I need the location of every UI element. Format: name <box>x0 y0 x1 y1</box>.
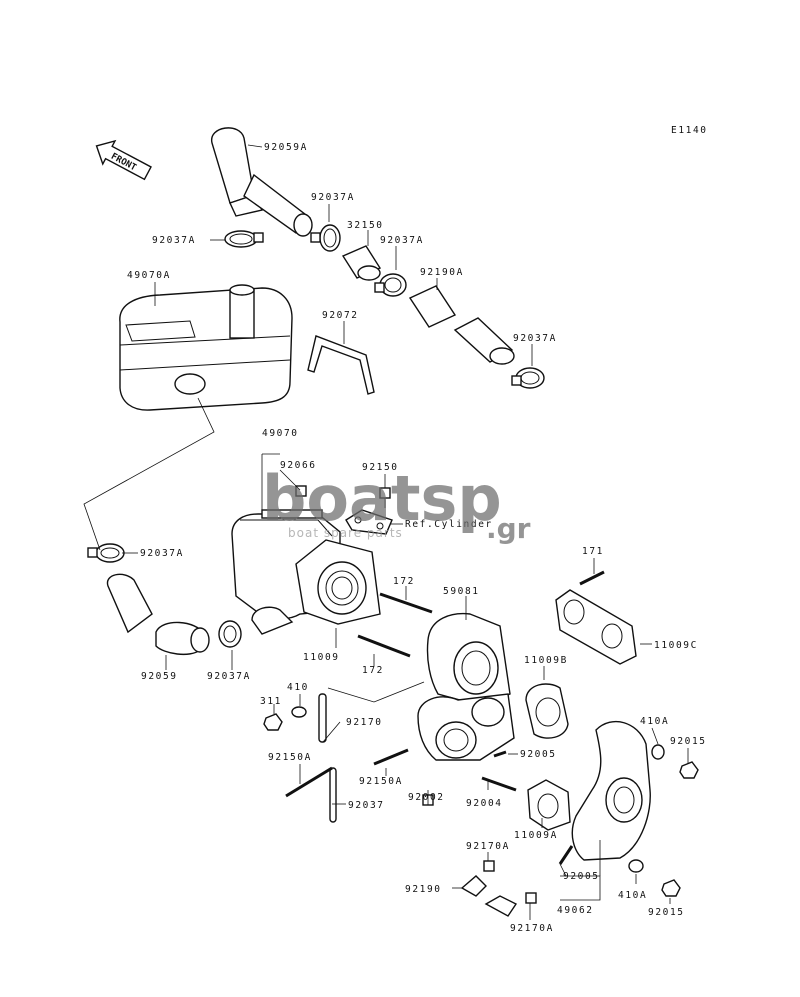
label-92005-a: 92005 <box>520 749 557 760</box>
label-92037A-lower: 92037A <box>140 548 184 559</box>
gasket-11009B <box>525 683 569 739</box>
clamp-92037A-right <box>511 367 545 389</box>
label-92059A: 92059A <box>264 142 308 153</box>
label-92037: 92037 <box>348 800 385 811</box>
label-410A-bottom: 410A <box>618 890 647 901</box>
nut-311 <box>263 713 283 731</box>
hose-92190 <box>460 875 518 917</box>
label-92150A-left: 92150A <box>268 752 312 763</box>
label-92150A-mid: 92150A <box>359 776 403 787</box>
label-11009C: 11009C <box>654 640 698 651</box>
gasket-11009C <box>555 589 637 665</box>
label-92037A-right: 92037A <box>513 333 557 344</box>
label-92190A: 92190A <box>420 267 464 278</box>
hose-92059A <box>211 127 313 237</box>
washer-410 <box>291 706 307 718</box>
label-92059: 92059 <box>141 671 178 682</box>
washer-410A-top <box>651 744 665 760</box>
label-92190: 92190 <box>405 884 442 895</box>
bracket-ref-cylinder <box>345 509 393 535</box>
label-92170: 92170 <box>346 717 383 728</box>
label-92170A-bottom: 92170A <box>510 923 554 934</box>
water-box-49070A <box>119 284 293 411</box>
hose-92059 <box>106 573 210 656</box>
hose-32150 <box>341 245 382 281</box>
leader-lines <box>83 144 689 920</box>
clamp-92170A-top <box>483 860 495 872</box>
label-410A-top: 410A <box>640 716 669 727</box>
label-92037A-mid: 92037A <box>380 235 424 246</box>
label-311: 311 <box>260 696 282 707</box>
gasket-11009A <box>527 779 571 831</box>
label-59081: 59081 <box>443 586 480 597</box>
label-171: 171 <box>582 546 604 557</box>
label-11009: 11009 <box>303 652 340 663</box>
label-92005-b: 92005 <box>563 871 600 882</box>
clamp-92037A-bottom <box>218 620 242 648</box>
stud-171 <box>579 570 605 586</box>
label-172-upper: 172 <box>393 576 415 587</box>
nut-92015-bottom <box>661 879 681 897</box>
strap-92072 <box>307 335 375 395</box>
part-labels: 92059A 92037A 92037A 32150 92037A 92190A… <box>127 142 707 934</box>
label-92037A-left: 92037A <box>152 235 196 246</box>
label-49070: 49070 <box>262 428 299 439</box>
label-92150: 92150 <box>362 462 399 473</box>
label-49070A: 49070A <box>127 270 171 281</box>
elbow-49062 <box>571 720 651 861</box>
label-11009B: 11009B <box>524 655 568 666</box>
label-410: 410 <box>287 682 309 693</box>
stud-172-lower <box>357 634 411 658</box>
label-92004: 92004 <box>466 798 503 809</box>
clamp-92170A-bottom <box>525 892 537 904</box>
flange-11009 <box>295 539 381 625</box>
bolt-92150A-mid <box>373 748 409 766</box>
label-92015-top: 92015 <box>670 736 707 747</box>
label-92037A-top: 92037A <box>311 192 355 203</box>
stud-92005-b <box>558 845 574 865</box>
label-92072: 92072 <box>322 310 359 321</box>
washer-410A-bottom <box>628 859 644 873</box>
label-172-lower: 172 <box>362 665 384 676</box>
watermark-logo: boatsp .gr boat spare parts <box>262 462 531 545</box>
label-92170A-top: 92170A <box>466 841 510 852</box>
muffler-59081 <box>426 612 511 707</box>
stud-172-upper <box>379 592 433 614</box>
bolt-92150A-left <box>285 766 333 798</box>
label-49062: 49062 <box>557 905 594 916</box>
hose-92190A <box>408 285 515 365</box>
nut-92015-top <box>679 761 699 779</box>
watermark-brand: boatsp <box>262 462 502 535</box>
label-92037A-bottom: 92037A <box>207 671 251 682</box>
label-11009A: 11009A <box>514 830 558 841</box>
rod-92170 <box>318 693 327 743</box>
label-92066: 92066 <box>280 460 317 471</box>
clamp-92037A-lower <box>87 543 125 563</box>
label-92002: 92002 <box>408 792 445 803</box>
diagram-code: E1140 <box>671 125 708 136</box>
stud-92005-a <box>493 750 507 758</box>
clamp-92037A-left <box>224 230 264 248</box>
manifold <box>417 693 515 761</box>
watermark-domain: .gr <box>486 512 531 545</box>
label-32150: 32150 <box>347 220 384 231</box>
stud-92004 <box>481 776 517 792</box>
label-ref-cylinder: Ref.Cylinder <box>405 519 493 530</box>
label-92015-bottom: 92015 <box>648 907 685 918</box>
bolt-92066 <box>295 485 307 497</box>
clamp-92037A-mid <box>374 273 407 297</box>
front-arrow-icon: FRONT <box>95 139 152 181</box>
watermark-tagline: boat spare parts <box>288 526 403 540</box>
clamp-92037A-top <box>310 224 341 252</box>
rod-92037 <box>329 767 337 823</box>
